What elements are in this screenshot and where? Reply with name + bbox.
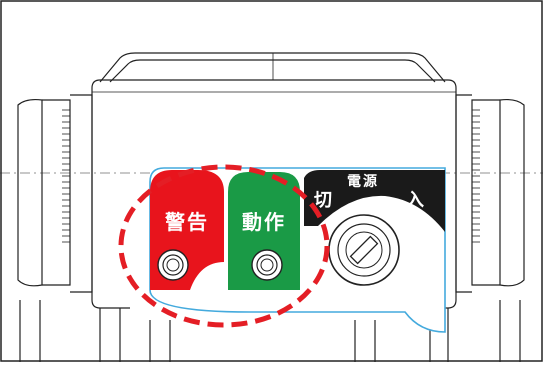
power-label: 電源 [347, 173, 379, 190]
indicator-lamp-icon [251, 249, 283, 281]
operation-label: 動作 [242, 210, 286, 234]
left-knurl [62, 109, 70, 243]
key-switch-icon [328, 214, 400, 286]
warning-label: 警告 [165, 210, 209, 234]
right-knurl [472, 109, 480, 243]
off-label: 切 [314, 190, 332, 211]
highlight-ellipse [118, 164, 330, 328]
housing-line-art [0, 52, 543, 362]
power-band [304, 170, 445, 232]
indicator-lamp-icon [157, 249, 189, 281]
on-label: 入 [406, 190, 424, 211]
